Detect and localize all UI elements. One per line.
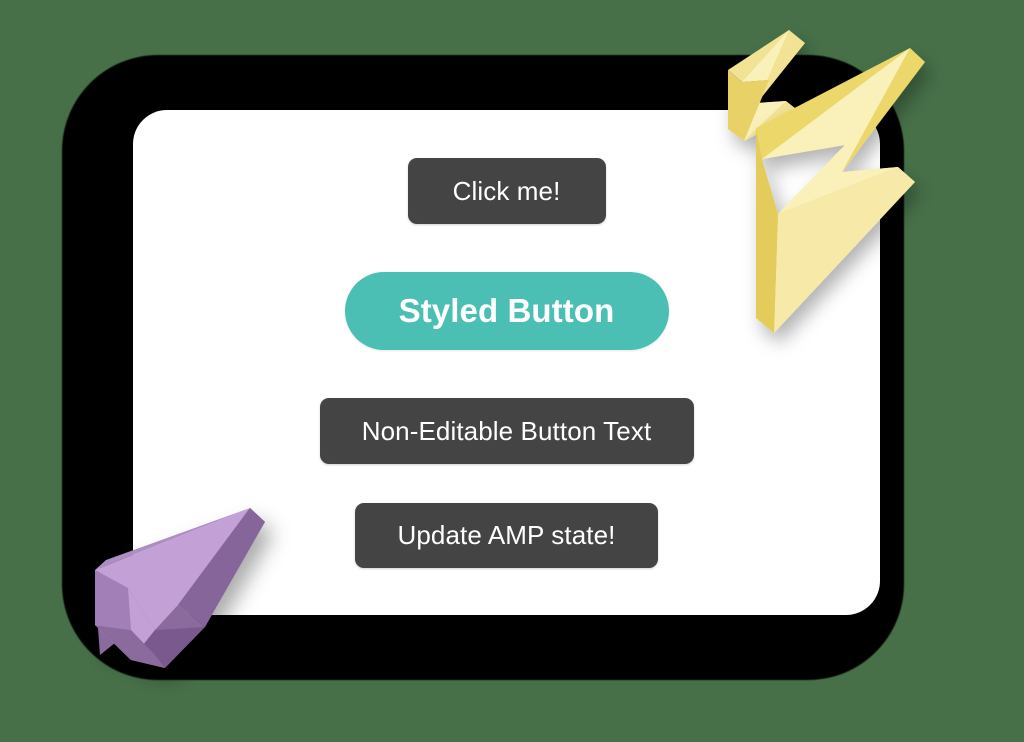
button-stack: Click me! Styled Button Non-Editable But… <box>133 110 880 615</box>
update-amp-state-button[interactable]: Update AMP state! <box>355 503 658 568</box>
styled-button[interactable]: Styled Button <box>344 272 669 350</box>
click-me-button[interactable]: Click me! <box>407 158 606 224</box>
non-editable-button[interactable]: Non-Editable Button Text <box>319 398 694 464</box>
